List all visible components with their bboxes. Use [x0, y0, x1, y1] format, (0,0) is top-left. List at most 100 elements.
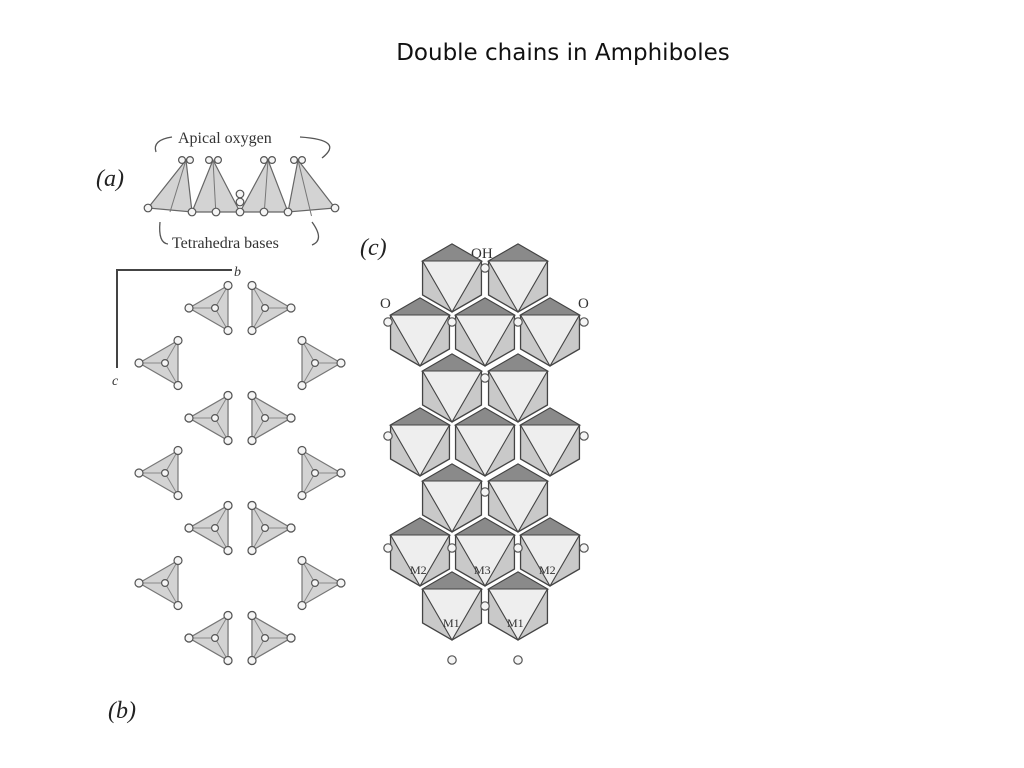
oxygen-atom — [223, 280, 233, 291]
oxygen-atom — [247, 325, 257, 336]
oxygen-atom — [235, 197, 245, 207]
oxygen-atom — [513, 317, 523, 327]
axis-b-label: b — [234, 265, 241, 280]
oxygen-atom — [247, 280, 257, 291]
side-tetrahedron — [146, 158, 193, 213]
side-tetrahedron — [191, 158, 241, 213]
oxygen-atom — [447, 543, 457, 553]
oxygen-atom — [223, 390, 233, 401]
oxygen-atom — [223, 655, 233, 666]
oxygen-atom — [161, 578, 170, 587]
oxygen-atom — [205, 156, 214, 165]
octahedron-shade — [453, 407, 517, 426]
oxygen-atom — [178, 156, 187, 165]
oxygen-atom — [336, 358, 346, 368]
oxygen-atom — [223, 545, 233, 556]
site-m1-right: M1 — [507, 616, 524, 630]
oxygen-atom — [311, 359, 320, 368]
oxygen-atom — [480, 487, 490, 497]
oxygen-atom — [260, 156, 269, 165]
oxygen-atom — [173, 600, 183, 611]
panel-c-octahedral-strip: (c) OH O O M2 M3 M2 M1 M1 — [360, 235, 589, 665]
oxygen-atom — [211, 633, 220, 642]
axis-c-label: c — [112, 374, 119, 389]
oxygen-left-label: O — [380, 296, 391, 312]
octahedron-shade — [388, 297, 452, 316]
octahedron-shade — [420, 463, 484, 482]
apical-bracket-left — [154, 136, 173, 153]
oxygen-atom — [286, 413, 296, 423]
oxygen-atom — [297, 335, 307, 346]
panel-a-label: (a) — [96, 166, 124, 192]
octahedron-shade — [453, 517, 517, 536]
tetrahedron-edge — [169, 159, 187, 213]
octahedron-shade — [388, 517, 452, 536]
oxygen-atom — [286, 633, 296, 643]
octahedron-shade — [453, 297, 517, 316]
oxygen-atom — [298, 156, 307, 165]
panel-a-side-view: (a) Apical oxygen Tetrahedra bases — [96, 130, 340, 252]
oxygen-atom — [579, 317, 589, 327]
oxygen-atom — [268, 156, 277, 165]
side-tetrahedron — [238, 158, 289, 213]
oxygen-atom — [297, 600, 307, 611]
oxygen-atom — [134, 358, 144, 368]
oxygen-atom — [186, 156, 195, 165]
oxygen-atom — [261, 414, 270, 423]
oxygen-atom — [134, 468, 144, 478]
side-view-tetrahedra — [143, 156, 340, 217]
oxygen-atom — [214, 156, 223, 165]
oxygen-atom — [447, 655, 457, 665]
oxygen-atom — [223, 435, 233, 446]
oxygen-atom — [336, 578, 346, 588]
oxygen-atom — [579, 543, 589, 553]
oxygen-atom — [134, 578, 144, 588]
octahedron-shade — [420, 571, 484, 590]
oxygen-atom — [297, 490, 307, 501]
site-m2-left: M2 — [410, 563, 427, 577]
oxygen-atom — [286, 303, 296, 313]
oxygen-atom — [330, 203, 340, 213]
oxygen-atom — [247, 545, 257, 556]
oxygen-atom — [173, 445, 183, 456]
oxygen-atom — [513, 655, 523, 665]
oxygen-right-label: O — [578, 296, 589, 312]
oxygen-atom — [247, 500, 257, 511]
oxygen-atom — [187, 207, 197, 217]
tetrahedron-edge — [297, 159, 312, 217]
oxygen-atom — [579, 431, 589, 441]
slide-title: Double chains in Amphiboles — [396, 40, 730, 66]
apical-bracket-right — [299, 136, 331, 159]
oxygen-atom — [223, 325, 233, 336]
octahedra-grid — [383, 243, 589, 665]
oxygen-atom — [184, 523, 194, 533]
oxygen-atom — [223, 610, 233, 621]
oxygen-atom — [247, 610, 257, 621]
oxygen-atom — [447, 317, 457, 327]
oxygen-atom — [247, 390, 257, 401]
tetrahedron-edge — [263, 159, 269, 217]
oxygen-atom — [383, 317, 393, 327]
oxygen-atom — [211, 414, 220, 423]
oxygen-atom — [143, 203, 153, 213]
oxygen-atom — [184, 413, 194, 423]
tetrahedra-bases-label: Tetrahedra bases — [172, 235, 279, 252]
oxygen-atom — [173, 335, 183, 346]
oxygen-atom — [480, 601, 490, 611]
oxygen-atom — [247, 435, 257, 446]
oxygen-atom — [184, 633, 194, 643]
oxygen-atom — [383, 431, 393, 441]
oxygen-atom — [184, 303, 194, 313]
oxygen-atom — [211, 207, 221, 217]
octahedron-shade — [518, 517, 582, 536]
apical-oxygen-label: Apical oxygen — [178, 130, 272, 147]
oxygen-atom — [173, 555, 183, 566]
oxygen-atom — [161, 359, 170, 368]
panel-c-label: (c) — [360, 235, 387, 261]
octahedron-shade — [518, 297, 582, 316]
side-tetrahedron — [287, 158, 337, 213]
octahedron-shade — [388, 407, 452, 426]
site-m3: M3 — [474, 563, 491, 577]
bases-bracket-right — [311, 221, 320, 246]
